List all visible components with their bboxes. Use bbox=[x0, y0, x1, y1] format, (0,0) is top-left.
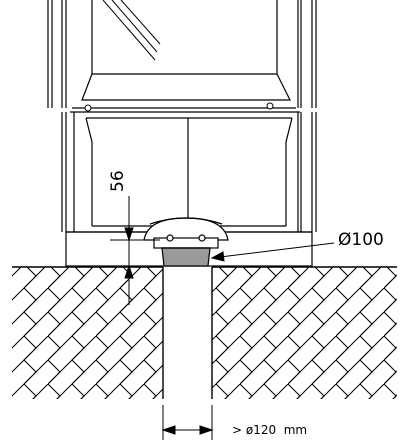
air-intake-connector bbox=[143, 217, 229, 267]
hole-diameter-dimension bbox=[161, 405, 214, 440]
floor-hatching bbox=[12, 267, 397, 399]
height-dimension bbox=[110, 196, 160, 305]
hole-diameter-label: > ø120 mm bbox=[232, 423, 307, 437]
glass-reflection-lines bbox=[102, 0, 161, 61]
pipe-diameter-label: Ø100 bbox=[338, 230, 384, 250]
height-dimension-label: 56 bbox=[108, 170, 128, 192]
floor-outline bbox=[12, 266, 397, 399]
hinge-knobs bbox=[84, 102, 274, 112]
pipe-diameter-leader bbox=[210, 242, 335, 262]
stove-upper-body bbox=[47, 0, 317, 113]
stove-lower-body bbox=[61, 112, 317, 233]
